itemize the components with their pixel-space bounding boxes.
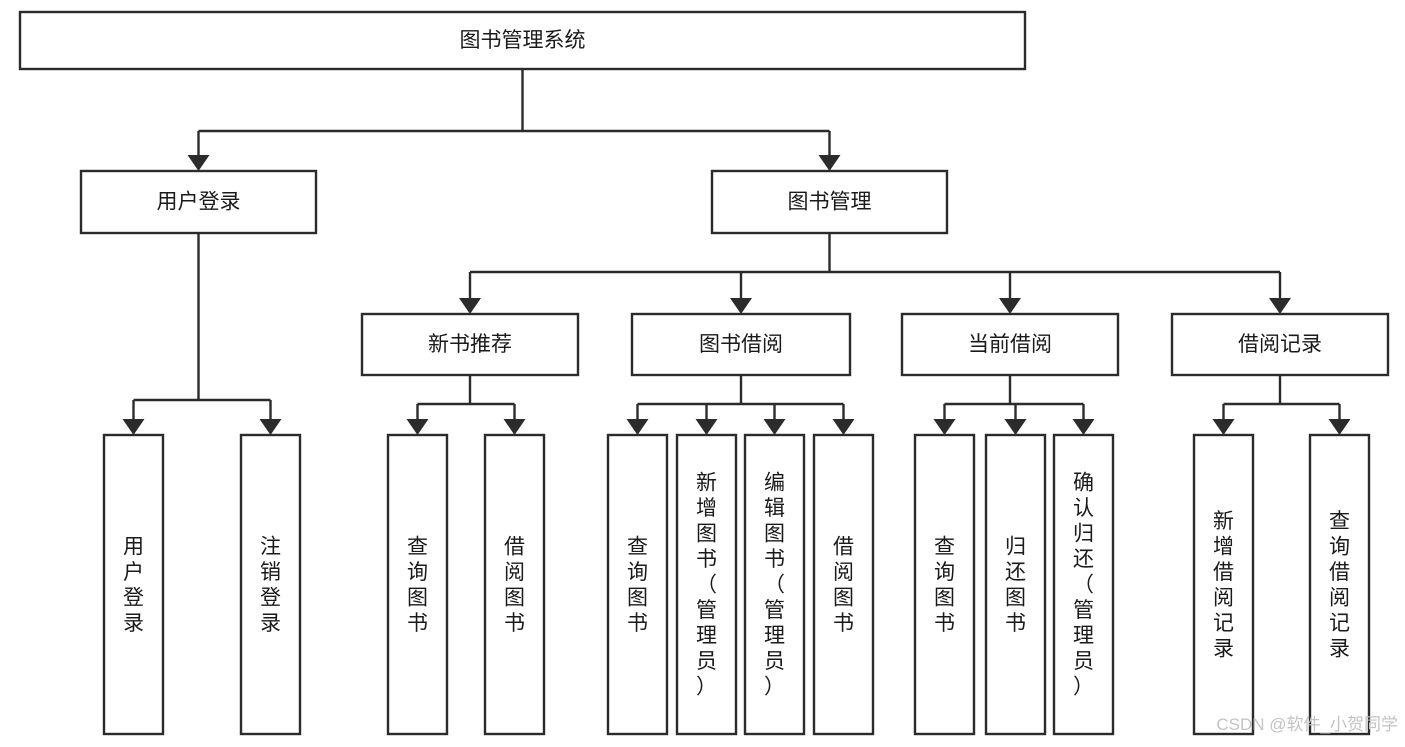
- node-label-new-book-recommend: 新书推荐: [428, 333, 512, 356]
- node-box-root: [18, 10, 1027, 71]
- node-label-leaf-logout: 注销登录: [260, 535, 281, 635]
- node-book-borrow[interactable]: 图书借阅: [630, 312, 852, 377]
- node-label-leaf-confirm-return: 确认归还（管理员）: [1073, 472, 1094, 699]
- node-leaf-borrow-book-rec[interactable]: 借阅图书: [483, 433, 546, 736]
- node-leaf-user-login[interactable]: 用户登录: [102, 433, 165, 736]
- node-box-leaf-return-book: [984, 433, 1047, 736]
- node-box-borrow-record: [1170, 312, 1390, 377]
- node-box-leaf-logout: [239, 433, 302, 736]
- node-box-leaf-query-record: [1308, 433, 1371, 736]
- node-box-leaf-confirm-return: [1052, 433, 1115, 736]
- arrow-head: [459, 298, 481, 314]
- node-label-book-borrow: 图书借阅: [699, 333, 783, 356]
- node-box-leaf-query-book-borrow: [606, 433, 669, 736]
- node-label-leaf-edit-book: 编辑图书（管理员）: [764, 472, 785, 699]
- arrow-head: [1269, 298, 1291, 314]
- arrow-head: [1004, 419, 1027, 435]
- arrow-head: [763, 419, 786, 435]
- node-root[interactable]: 图书管理系统: [18, 10, 1027, 71]
- node-label-leaf-query-book-current: 查询图书: [934, 535, 955, 635]
- node-label-leaf-query-record: 查询借阅记录: [1329, 510, 1350, 661]
- node-label-current-borrow: 当前借阅: [968, 333, 1052, 356]
- node-leaf-logout[interactable]: 注销登录: [239, 433, 302, 736]
- node-box-leaf-query-book-current: [913, 433, 976, 736]
- node-box-leaf-add-book: [675, 433, 738, 736]
- node-user-login[interactable]: 用户登录: [79, 169, 318, 235]
- node-box-leaf-edit-book: [743, 433, 806, 736]
- node-box-leaf-borrow-book: [812, 433, 875, 736]
- arrow-head: [406, 419, 429, 435]
- node-label-leaf-add-record: 新增借阅记录: [1213, 510, 1234, 661]
- arrow-head: [933, 419, 956, 435]
- node-box-book-borrow: [630, 312, 852, 377]
- node-box-book-manage: [710, 169, 949, 235]
- node-label-borrow-record: 借阅记录: [1238, 333, 1322, 356]
- node-leaf-query-book-borrow[interactable]: 查询图书: [606, 433, 669, 736]
- arrow-head: [626, 419, 649, 435]
- arrow-head: [818, 155, 841, 171]
- arrow-head: [122, 419, 145, 435]
- node-box-leaf-borrow-book-rec: [483, 433, 546, 736]
- arrow-head: [1328, 419, 1351, 435]
- node-label-leaf-borrow-book-rec: 借阅图书: [504, 535, 525, 635]
- node-new-book-recommend[interactable]: 新书推荐: [360, 312, 580, 377]
- arrow-head: [999, 298, 1021, 314]
- arrow-head: [1072, 419, 1095, 435]
- arrow-head: [187, 155, 210, 171]
- node-leaf-return-book[interactable]: 归还图书: [984, 433, 1047, 736]
- node-label-leaf-query-book-rec: 查询图书: [407, 535, 428, 635]
- arrow-head: [730, 298, 752, 314]
- node-leaf-confirm-return[interactable]: 确认归还（管理员）: [1052, 433, 1115, 736]
- node-label-leaf-query-book-borrow: 查询图书: [627, 535, 648, 635]
- node-label-leaf-borrow-book: 借阅图书: [833, 535, 854, 635]
- node-box-leaf-add-record: [1192, 433, 1255, 736]
- arrow-head: [503, 419, 526, 435]
- arrow-head: [832, 419, 855, 435]
- arrow-head: [1212, 419, 1235, 435]
- csdn-watermark: CSDN @软件_小贺同学: [1216, 715, 1398, 734]
- node-label-root: 图书管理系统: [460, 29, 586, 52]
- arrow-head: [259, 419, 282, 435]
- node-box-leaf-user-login: [102, 433, 165, 736]
- node-borrow-record[interactable]: 借阅记录: [1170, 312, 1390, 377]
- node-label-book-manage: 图书管理: [788, 191, 872, 214]
- node-label-leaf-return-book: 归还图书: [1005, 535, 1026, 635]
- node-box-user-login: [79, 169, 318, 235]
- node-boxes-layer: 图书管理系统用户登录图书管理新书推荐图书借阅当前借阅借阅记录用户登录注销登录查询…: [18, 10, 1390, 736]
- node-leaf-edit-book[interactable]: 编辑图书（管理员）: [743, 433, 806, 736]
- node-current-borrow[interactable]: 当前借阅: [900, 312, 1120, 377]
- node-box-new-book-recommend: [360, 312, 580, 377]
- node-book-manage[interactable]: 图书管理: [710, 169, 949, 235]
- node-leaf-borrow-book[interactable]: 借阅图书: [812, 433, 875, 736]
- node-box-current-borrow: [900, 312, 1120, 377]
- node-leaf-query-book-rec[interactable]: 查询图书: [386, 433, 449, 736]
- node-label-leaf-user-login: 用户登录: [123, 535, 144, 635]
- node-leaf-add-book[interactable]: 新增图书（管理员）: [675, 433, 738, 736]
- node-label-leaf-add-book: 新增图书（管理员）: [696, 472, 717, 699]
- node-box-leaf-query-book-rec: [386, 433, 449, 736]
- node-leaf-add-record[interactable]: 新增借阅记录: [1192, 433, 1255, 736]
- node-leaf-query-book-current[interactable]: 查询图书: [913, 433, 976, 736]
- arrow-head: [695, 419, 718, 435]
- node-leaf-query-record[interactable]: 查询借阅记录: [1308, 433, 1371, 736]
- connector-lines-layer: [122, 69, 1351, 435]
- node-label-user-login: 用户登录: [157, 191, 241, 214]
